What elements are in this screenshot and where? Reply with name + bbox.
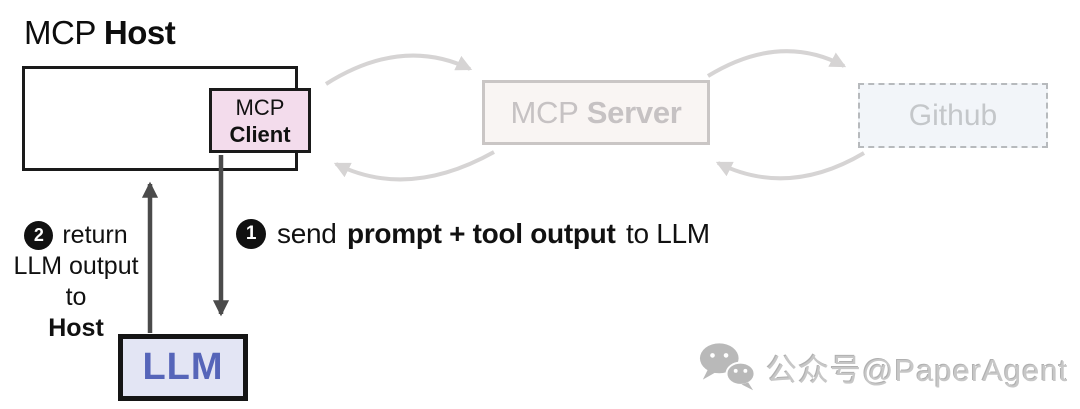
llm-box: LLM	[118, 334, 248, 401]
step1-number-badge: 1	[236, 219, 266, 249]
title-regular: MCP	[24, 14, 96, 51]
page-title: MCP Host	[24, 14, 176, 52]
wechat-icon	[699, 343, 756, 391]
server-label-regular: MCP	[510, 94, 579, 130]
step2-annotation: 2 return LLM output to Host	[0, 220, 152, 344]
step2-line1-text: return	[62, 221, 128, 249]
watermark: 公众号@PaperAgent	[698, 341, 1068, 393]
step1-text: send prompt + tool output to LLM	[277, 218, 710, 250]
arc-server-to-github	[706, 49, 847, 78]
mcp-client-box: MCP Client	[209, 88, 311, 153]
arc-client-to-server	[324, 53, 473, 86]
client-label-line2: Client	[229, 121, 291, 147]
step1-text-pre: send	[277, 218, 337, 249]
watermark-text: 公众号@PaperAgent	[766, 352, 1069, 388]
mcp-server-box: MCP Server	[482, 80, 710, 145]
step1-annotation: 1 send prompt + tool output to LLM	[236, 218, 710, 250]
arc-server-to-client	[333, 150, 495, 182]
client-label-line1: MCP	[235, 94, 285, 120]
github-label: Github	[908, 98, 998, 132]
step1-text-bold: prompt + tool output	[347, 218, 616, 249]
step2-line2: LLM output to	[13, 252, 139, 311]
step1-text-post: to LLM	[626, 218, 710, 249]
github-box: Github	[858, 83, 1048, 148]
step2-line3: Host	[48, 314, 104, 342]
step2-number-badge: 2	[24, 221, 54, 250]
llm-label: LLM	[142, 346, 224, 388]
arc-github-to-server	[715, 151, 866, 181]
title-bold: Host	[103, 14, 176, 51]
step2-line1: 2 return	[0, 220, 152, 251]
server-label-bold: Server	[586, 94, 682, 130]
